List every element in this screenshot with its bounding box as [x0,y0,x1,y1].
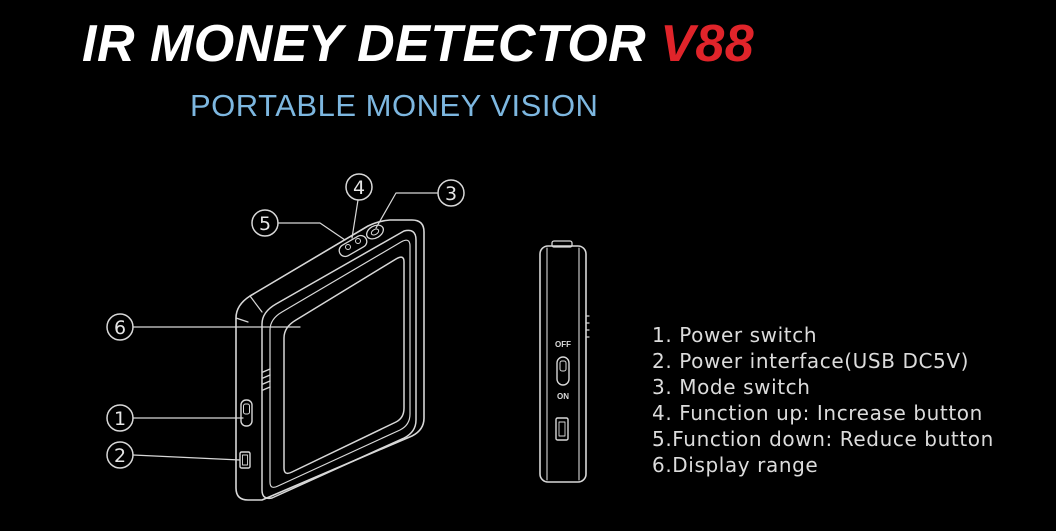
legend-item-power-interface: 2. Power interface(USB DC5V) [652,349,970,373]
product-subtitle: PORTABLE MONEY VISION [190,88,599,123]
feature-legend: 1. Power switch 2. Power interface(USB D… [652,322,994,478]
legend-item-function-down: 5.Function down: Reduce button [652,427,994,451]
side-power-switch [556,356,570,386]
callout-number-3: 3 [445,183,457,205]
device-side-view [539,240,590,483]
device-front-view [235,219,425,501]
vent-slots [262,368,271,391]
callout-number-1: 1 [114,408,126,430]
side-usb-port [555,417,569,441]
model-name: V88 [660,15,755,73]
callout-number-6: 6 [114,317,126,339]
callout-number-5: 5 [259,213,271,235]
mode-button [365,224,385,240]
callout-number-2: 2 [114,445,126,467]
legend-item-mode-switch: 3. Mode switch [652,375,811,399]
switch-on-label: ON [557,392,569,401]
title-text: IR MONEY DETECTOR [82,15,647,73]
function-buttons [338,234,368,258]
callout-lines [132,192,438,461]
display-window [283,256,405,475]
callout-number-4: 4 [353,177,365,199]
legend-item-function-up: 4. Function up: Increase button [652,401,983,425]
legend-item-power-switch: 1. Power switch [652,323,818,347]
callout-circle-5 [251,209,279,237]
callout-circle-3 [437,179,465,207]
callout-circle-2 [106,441,134,469]
switch-off-label: OFF [555,340,571,349]
legend-item-display-range: 6.Display range [652,453,819,477]
callout-circle-6 [106,313,134,341]
callout-circle-4 [345,173,373,201]
callout-circle-1 [106,404,134,432]
power-switch [240,399,253,427]
usb-port [239,451,251,469]
